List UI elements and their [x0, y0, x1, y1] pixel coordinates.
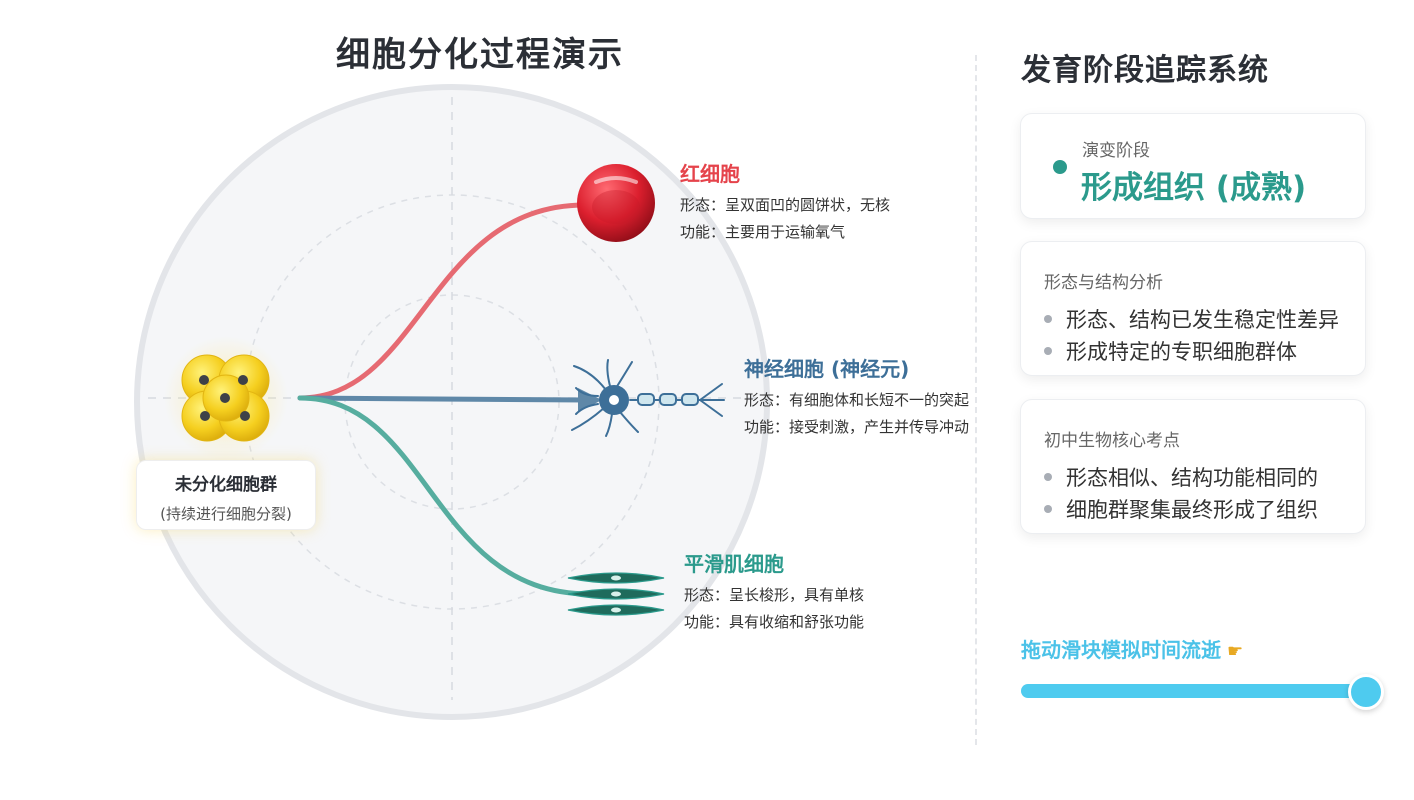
differentiation-diagram: [134, 84, 770, 720]
panel-divider: [975, 55, 977, 745]
undifferentiated-cluster-icon: [164, 336, 288, 460]
nerve-cell-function: 功能：接受刺激，产生并传导冲动: [744, 418, 970, 436]
bullet-icon: [1044, 347, 1052, 355]
stage-value: 形成组织 (成熟): [1081, 170, 1307, 206]
muscle-cell-name: 平滑肌细胞: [684, 552, 784, 576]
key-points-card: 初中生物核心考点 形态相似、结构功能相同的 细胞群聚集最终形成了组织: [1020, 399, 1366, 534]
nerve-cell-icon: [571, 359, 725, 437]
list-item-text: 形态相似、结构功能相同的: [1066, 466, 1318, 490]
bullet-icon: [1044, 505, 1052, 513]
nerve-cell-info: 神经细胞 (神经元) 形态：有细胞体和长短不一的突起 功能：接受刺激，产生并传导…: [744, 355, 969, 441]
list-item: 形态、结构已发生稳定性差异: [1044, 304, 1339, 336]
red-blood-cell-function: 功能：主要用于运输氧气: [680, 223, 846, 241]
time-slider-label: 拖动滑块模拟时间流逝 ☛: [1021, 634, 1243, 663]
side-panel-title: 发育阶段追踪系统: [1021, 53, 1269, 88]
list-item-text: 形态、结构已发生稳定性差异: [1066, 308, 1339, 332]
cluster-subtitle: (持续进行细胞分裂): [160, 505, 292, 523]
list-item: 形态相似、结构功能相同的: [1044, 462, 1318, 494]
key-points-heading: 初中生物核心考点: [1044, 431, 1180, 451]
time-slider-label-text: 拖动滑块模拟时间流逝: [1021, 638, 1221, 662]
key-points-list: 形态相似、结构功能相同的 细胞群聚集最终形成了组织: [1044, 462, 1318, 526]
analysis-heading: 形态与结构分析: [1044, 273, 1163, 293]
path-to-nerve-cell: [297, 395, 588, 403]
cluster-label-card: 未分化细胞群 (持续进行细胞分裂): [136, 460, 316, 530]
stage-indicator-dot: [1053, 160, 1067, 174]
list-item-text: 形成特定的专职细胞群体: [1066, 340, 1297, 364]
list-item: 细胞群聚集最终形成了组织: [1044, 494, 1318, 526]
list-item-text: 细胞群聚集最终形成了组织: [1066, 498, 1318, 522]
nerve-cell-name: 神经细胞 (神经元): [744, 357, 910, 381]
time-slider-thumb[interactable]: [1348, 674, 1384, 710]
time-slider-track[interactable]: [1021, 684, 1366, 698]
analysis-card: 形态与结构分析 形态、结构已发生稳定性差异 形成特定的专职细胞群体: [1020, 241, 1366, 376]
list-item: 形成特定的专职细胞群体: [1044, 336, 1339, 368]
red-blood-cell-shape: 形态：呈双面凹的圆饼状，无核: [680, 196, 891, 214]
muscle-cell-info: 平滑肌细胞 形态：呈长梭形，具有单核 功能：具有收缩和舒张功能: [684, 550, 864, 636]
muscle-cell-function: 功能：具有收缩和舒张功能: [684, 613, 865, 631]
smooth-muscle-cell-icon: [567, 572, 665, 616]
stage-caption: 演变阶段: [1082, 141, 1150, 161]
bullet-icon: [1044, 473, 1052, 481]
nerve-cell-shape: 形态：有细胞体和长短不一的突起: [744, 391, 970, 409]
path-to-red-blood-cell: [297, 202, 588, 401]
stage-card: 演变阶段 形成组织 (成熟): [1020, 113, 1366, 219]
cluster-name: 未分化细胞群: [175, 475, 277, 495]
muscle-cell-shape: 形态：呈长梭形，具有单核: [684, 586, 865, 604]
red-blood-cell-icon: [577, 164, 655, 242]
pointing-hand-icon: ☛: [1227, 641, 1244, 662]
red-blood-cell-name: 红细胞: [680, 162, 740, 186]
page-title: 细胞分化过程演示: [336, 35, 624, 75]
path-to-muscle-cell: [297, 395, 593, 597]
bullet-icon: [1044, 315, 1052, 323]
analysis-list: 形态、结构已发生稳定性差异 形成特定的专职细胞群体: [1044, 304, 1339, 368]
red-blood-cell-info: 红细胞 形态：呈双面凹的圆饼状，无核 功能：主要用于运输氧气: [680, 160, 890, 246]
